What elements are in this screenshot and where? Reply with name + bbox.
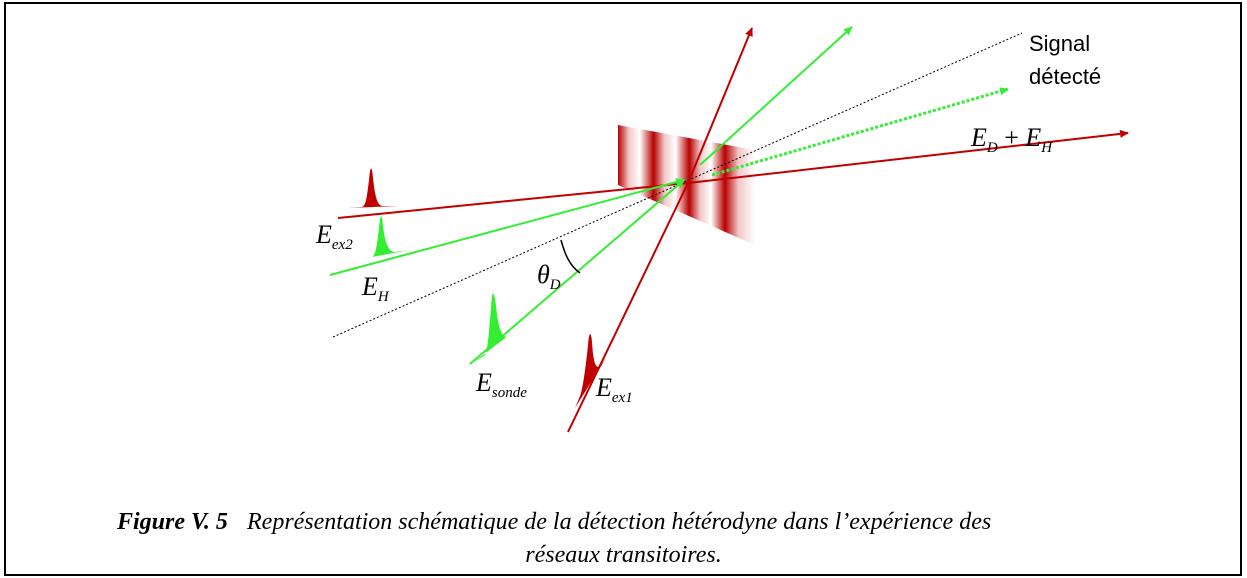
- figure-frame: [4, 2, 1242, 576]
- excitation-beam-1-out: [687, 27, 753, 184]
- label-e-ex2: Eex2: [315, 220, 353, 253]
- reference-beam: [329, 178, 685, 276]
- probe-beam-out: [699, 26, 853, 166]
- label-theta-d: θD: [537, 260, 561, 293]
- theta-angle-arc: [560, 239, 581, 274]
- label-e-ex1: Eex1: [595, 373, 633, 406]
- label-e-sonde: Esonde: [475, 368, 527, 401]
- figure-number: Figure V. 5: [117, 509, 228, 535]
- excitation-beam-2: [337, 182, 689, 219]
- pulse-reference: [366, 216, 410, 258]
- probe-beam: [469, 179, 685, 365]
- label-signal: Signal: [1029, 31, 1090, 56]
- label-e-h: EH: [361, 272, 390, 305]
- caption-line-2: réseaux transitoires.: [525, 542, 722, 568]
- pulse-probe: [474, 293, 518, 362]
- detected-signal-beam: [711, 87, 1009, 177]
- label-detecte: détecté: [1029, 64, 1101, 89]
- caption-line-1: Représentation schématique de la détecti…: [247, 509, 992, 535]
- excitation-beam-1: [567, 182, 689, 433]
- excitation-beam-2-out: [687, 129, 1129, 184]
- label-ed-plus-eh: ED + EH: [970, 123, 1053, 156]
- pulse-excitation-2: [348, 168, 398, 208]
- pulse-excitation-1: [575, 334, 606, 408]
